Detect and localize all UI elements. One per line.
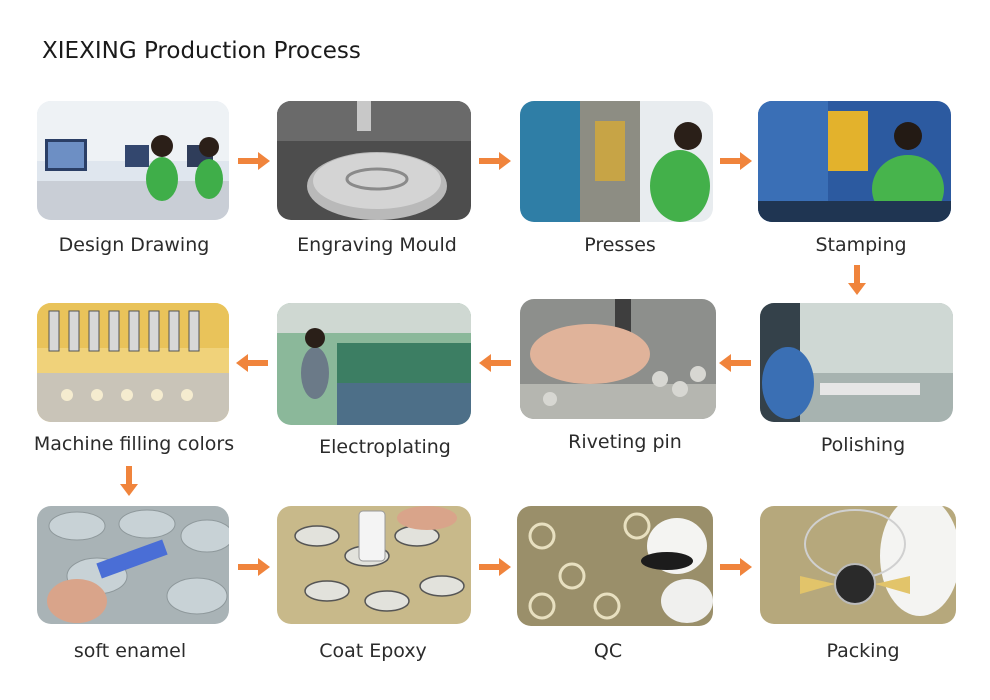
coat-epoxy-photo	[277, 506, 471, 624]
arrow-left-icon	[719, 354, 751, 372]
arrow-left-icon	[236, 354, 268, 372]
soft-enamel-photo	[37, 506, 229, 624]
step-label-riveting-pin: Riveting pin	[568, 431, 682, 453]
arrow-right-icon	[720, 558, 752, 576]
step-label-polishing: Polishing	[820, 434, 906, 456]
electroplating-photo	[277, 303, 471, 425]
step-label-design-drawing: Design Drawing	[58, 234, 210, 256]
packing-photo	[760, 506, 956, 624]
step-label-qc: QC	[593, 640, 623, 662]
riveting-pin-photo	[520, 299, 716, 419]
arrow-right-icon	[238, 558, 270, 576]
step-label-presses: Presses	[584, 234, 656, 256]
design-drawing-photo	[37, 101, 229, 220]
qc-photo	[517, 506, 713, 626]
presses-photo	[520, 101, 713, 222]
step-label-stamping: Stamping	[815, 234, 907, 256]
machine-filling-colors-photo	[37, 303, 229, 422]
arrow-left-icon	[479, 354, 511, 372]
arrow-down-icon	[848, 265, 866, 295]
arrow-right-icon	[479, 558, 511, 576]
arrow-right-icon	[479, 152, 511, 170]
polishing-photo	[760, 303, 953, 422]
step-label-machine-filling-colors: Machine filling colors	[33, 433, 235, 455]
stamping-photo	[758, 101, 951, 222]
page-title: XIEXING Production Process	[42, 38, 361, 64]
arrow-down-icon	[120, 466, 138, 496]
step-label-electroplating: Electroplating	[319, 436, 451, 458]
step-label-soft-enamel: soft enamel	[73, 640, 187, 662]
step-label-engraving-mould: Engraving Mould	[297, 234, 457, 256]
engraving-mould-photo	[277, 101, 471, 220]
step-label-packing: Packing	[826, 640, 900, 662]
step-label-coat-epoxy: Coat Epoxy	[319, 640, 427, 662]
arrow-right-icon	[720, 152, 752, 170]
arrow-right-icon	[238, 152, 270, 170]
